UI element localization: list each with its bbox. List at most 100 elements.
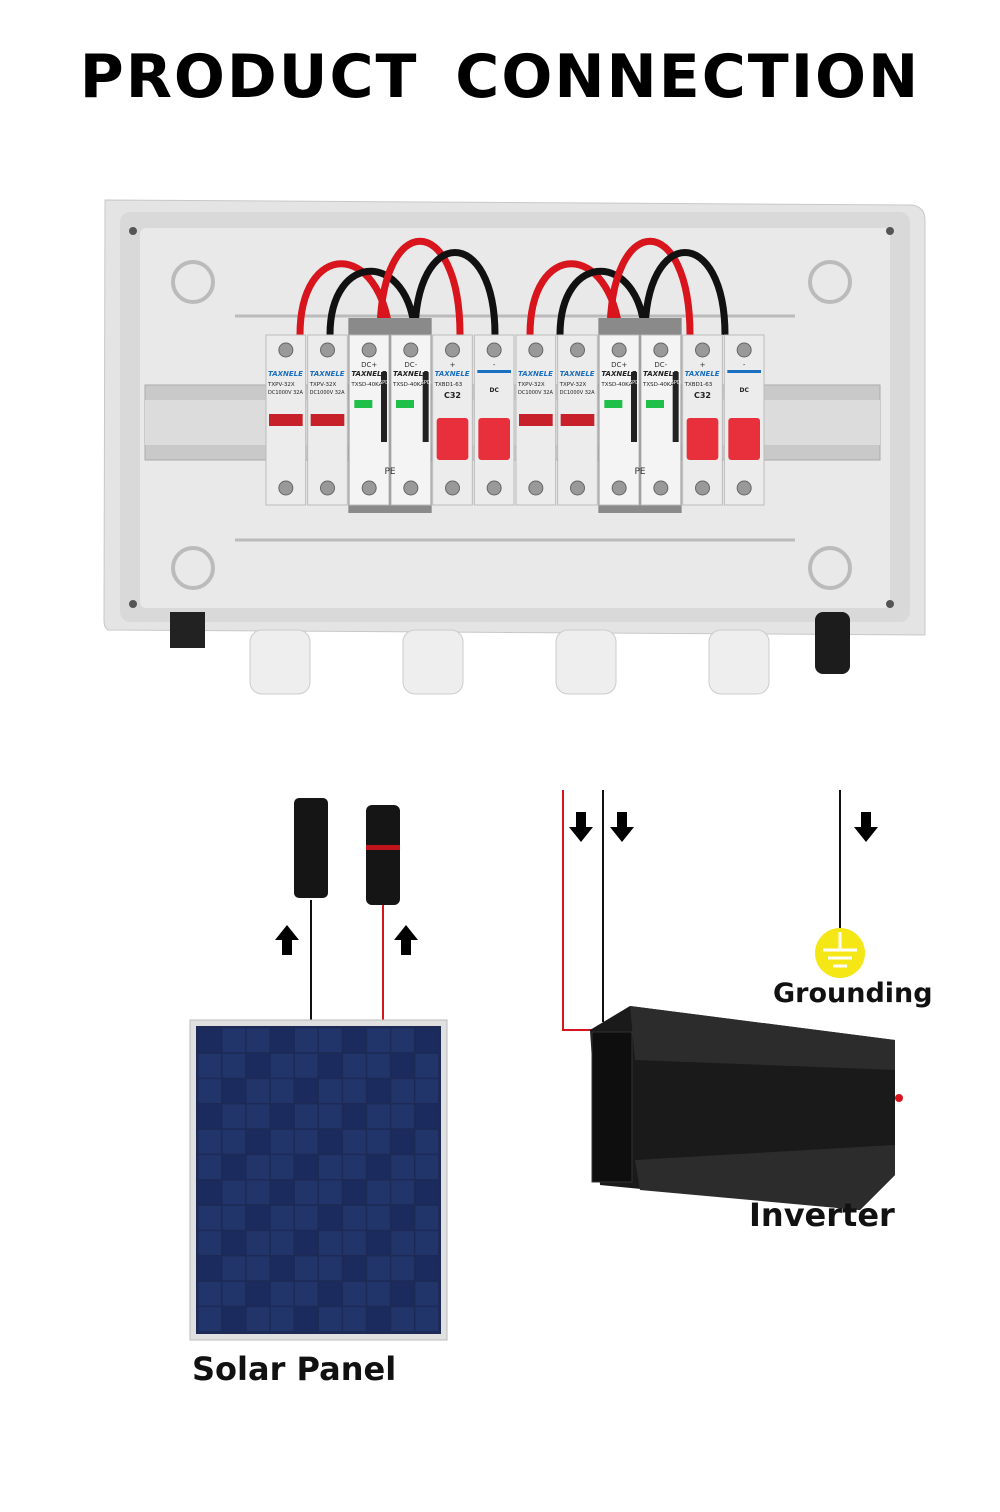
solar-cell	[343, 1028, 366, 1053]
solar-cell	[246, 1155, 270, 1179]
solar-cell	[343, 1104, 366, 1129]
solar-cell	[319, 1256, 342, 1281]
solar-cell	[198, 1256, 222, 1281]
module-top-label: -	[493, 361, 496, 369]
solar-cell	[198, 1281, 222, 1306]
arrow-down-icon	[569, 812, 593, 842]
gland	[708, 629, 770, 695]
solar-cell	[391, 1079, 414, 1103]
rating-label: DC	[489, 387, 499, 394]
solar-cell	[294, 1053, 318, 1078]
brand-label: TAXNELE	[310, 370, 345, 378]
solar-cell	[270, 1104, 294, 1129]
solar-cell	[246, 1104, 270, 1129]
solar-cell	[294, 1028, 318, 1053]
model-label: TXPV-32X	[309, 382, 337, 388]
red-wire	[606, 238, 694, 336]
terminal-screw-icon	[611, 342, 627, 358]
module-row: TAXNELE TXPV-32X DC1000V 32A TAXNELE TXPV-32…	[265, 318, 765, 513]
solar-cell	[246, 1079, 270, 1103]
solar-cell	[367, 1079, 390, 1103]
brand-label: TAXNELE	[393, 370, 428, 378]
solar-panel-label: Solar Panel	[192, 1350, 397, 1388]
solar-cell	[246, 1129, 270, 1154]
black-wire	[556, 267, 649, 336]
mc4-female-connector	[366, 805, 400, 905]
solar-cell	[222, 1205, 246, 1230]
rating-label: DC1000V 32A	[560, 390, 595, 396]
solar-cell	[343, 1256, 366, 1281]
solar-cell	[367, 1281, 390, 1306]
breaker-toggle[interactable]	[478, 418, 510, 460]
terminal-screw-icon	[528, 342, 544, 358]
terminal-screw-icon	[361, 342, 377, 358]
solar-cell	[246, 1281, 270, 1306]
solar-cell	[415, 1129, 438, 1154]
solar-cell	[391, 1180, 414, 1205]
breaker-module: - DC	[473, 334, 515, 506]
solar-cell	[343, 1281, 366, 1306]
fuse-indicator	[269, 414, 303, 426]
solar-cell	[270, 1180, 294, 1205]
mc4-connectors	[275, 798, 418, 1022]
brand-label: TAXNELE	[268, 370, 303, 378]
terminal-screw-icon	[695, 480, 710, 496]
status-window	[396, 400, 414, 408]
model-label: TXSD-40KA	[600, 382, 632, 388]
terminal-screw-icon	[403, 480, 419, 496]
model-label: TXPV-32X	[267, 382, 295, 388]
solar-cell	[415, 1028, 438, 1053]
solar-cell	[198, 1231, 222, 1255]
solar-cell	[415, 1079, 438, 1103]
solar-cell	[198, 1180, 222, 1205]
terminal-screw-icon	[570, 480, 585, 496]
solar-cell	[222, 1231, 246, 1255]
solar-cell	[415, 1180, 438, 1205]
black-wire	[411, 249, 499, 336]
terminal-screw-icon	[278, 480, 294, 496]
gland	[402, 629, 464, 695]
breaker-toggle[interactable]	[686, 418, 719, 460]
solar-cell	[198, 1104, 222, 1129]
solar-cell	[343, 1079, 366, 1103]
solar-cell	[415, 1053, 438, 1078]
solar-cell	[198, 1129, 222, 1154]
screw-icon	[129, 600, 137, 608]
solar-cell	[246, 1028, 270, 1053]
solar-cell	[319, 1180, 342, 1205]
solar-cell	[270, 1079, 294, 1103]
solar-cell	[319, 1231, 342, 1255]
solar-cell	[367, 1155, 390, 1179]
solar-cell	[367, 1129, 390, 1154]
breaker-toggle[interactable]	[728, 418, 760, 460]
screw-icon	[886, 600, 894, 608]
page-title: PRODUCT CONNECTION	[79, 42, 921, 112]
solar-cell	[391, 1307, 414, 1331]
solar-cell	[343, 1053, 366, 1078]
solar-cell	[367, 1231, 390, 1255]
solar-cell	[270, 1028, 294, 1053]
solar-cell	[222, 1256, 246, 1281]
solar-cell	[391, 1129, 414, 1154]
fuse-indicator	[310, 414, 345, 426]
inverter-wiring	[562, 790, 878, 1031]
solar-cell	[367, 1180, 390, 1205]
solar-cell	[415, 1231, 438, 1255]
pe-label: PE	[384, 467, 395, 477]
status-window	[646, 400, 664, 408]
breaker-toggle[interactable]	[436, 418, 469, 460]
black-gland	[170, 612, 205, 648]
solar-cell	[367, 1104, 390, 1129]
solar-cell	[270, 1256, 294, 1281]
model-label: TXSD-40KA	[392, 382, 424, 388]
solar-cell	[343, 1307, 366, 1331]
solar-cell	[319, 1104, 342, 1129]
terminal-screw-icon	[611, 480, 627, 496]
